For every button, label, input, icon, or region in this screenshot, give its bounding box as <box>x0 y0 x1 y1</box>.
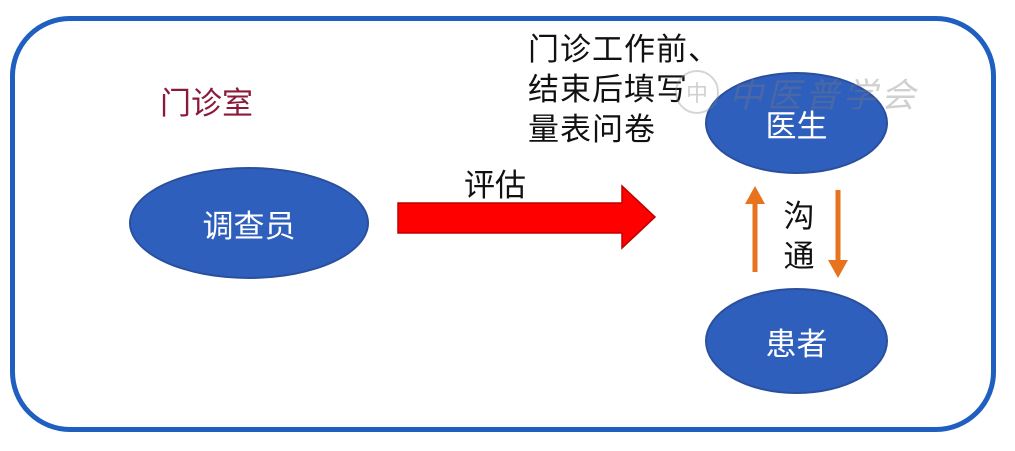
surveyor-node: 调查员 <box>129 167 369 279</box>
room-label: 门诊室 <box>160 86 253 122</box>
note-line-3: 量表问卷 <box>528 112 656 148</box>
surveyor-label: 调查员 <box>202 208 296 245</box>
communicate-char-2: 通 <box>783 239 815 275</box>
note-line-1: 门诊工作前、 <box>528 32 720 68</box>
communicate-label: 沟 通 <box>779 197 819 277</box>
evaluate-label: 评估 <box>464 168 526 204</box>
patient-node: 患者 <box>705 288 888 394</box>
evaluate-arrow <box>397 184 657 250</box>
communicate-down-arrow <box>828 190 848 278</box>
communicate-char-1: 沟 <box>783 199 815 235</box>
doctor-label: 医生 <box>765 108 828 145</box>
watermark: 中 中医普学会 <box>675 62 965 122</box>
clinic-frame <box>10 16 996 432</box>
seal-icon: 中 <box>675 70 719 114</box>
communicate-up-arrow <box>745 186 765 272</box>
doctor-node: 医生 <box>705 72 888 174</box>
note-line-2: 结束后填写 <box>528 72 688 108</box>
questionnaire-note: 门诊工作前、 结束后填写 量表问卷 <box>528 30 720 150</box>
patient-label: 患者 <box>765 326 828 363</box>
watermark-text: 中医普学会 <box>729 75 919 116</box>
